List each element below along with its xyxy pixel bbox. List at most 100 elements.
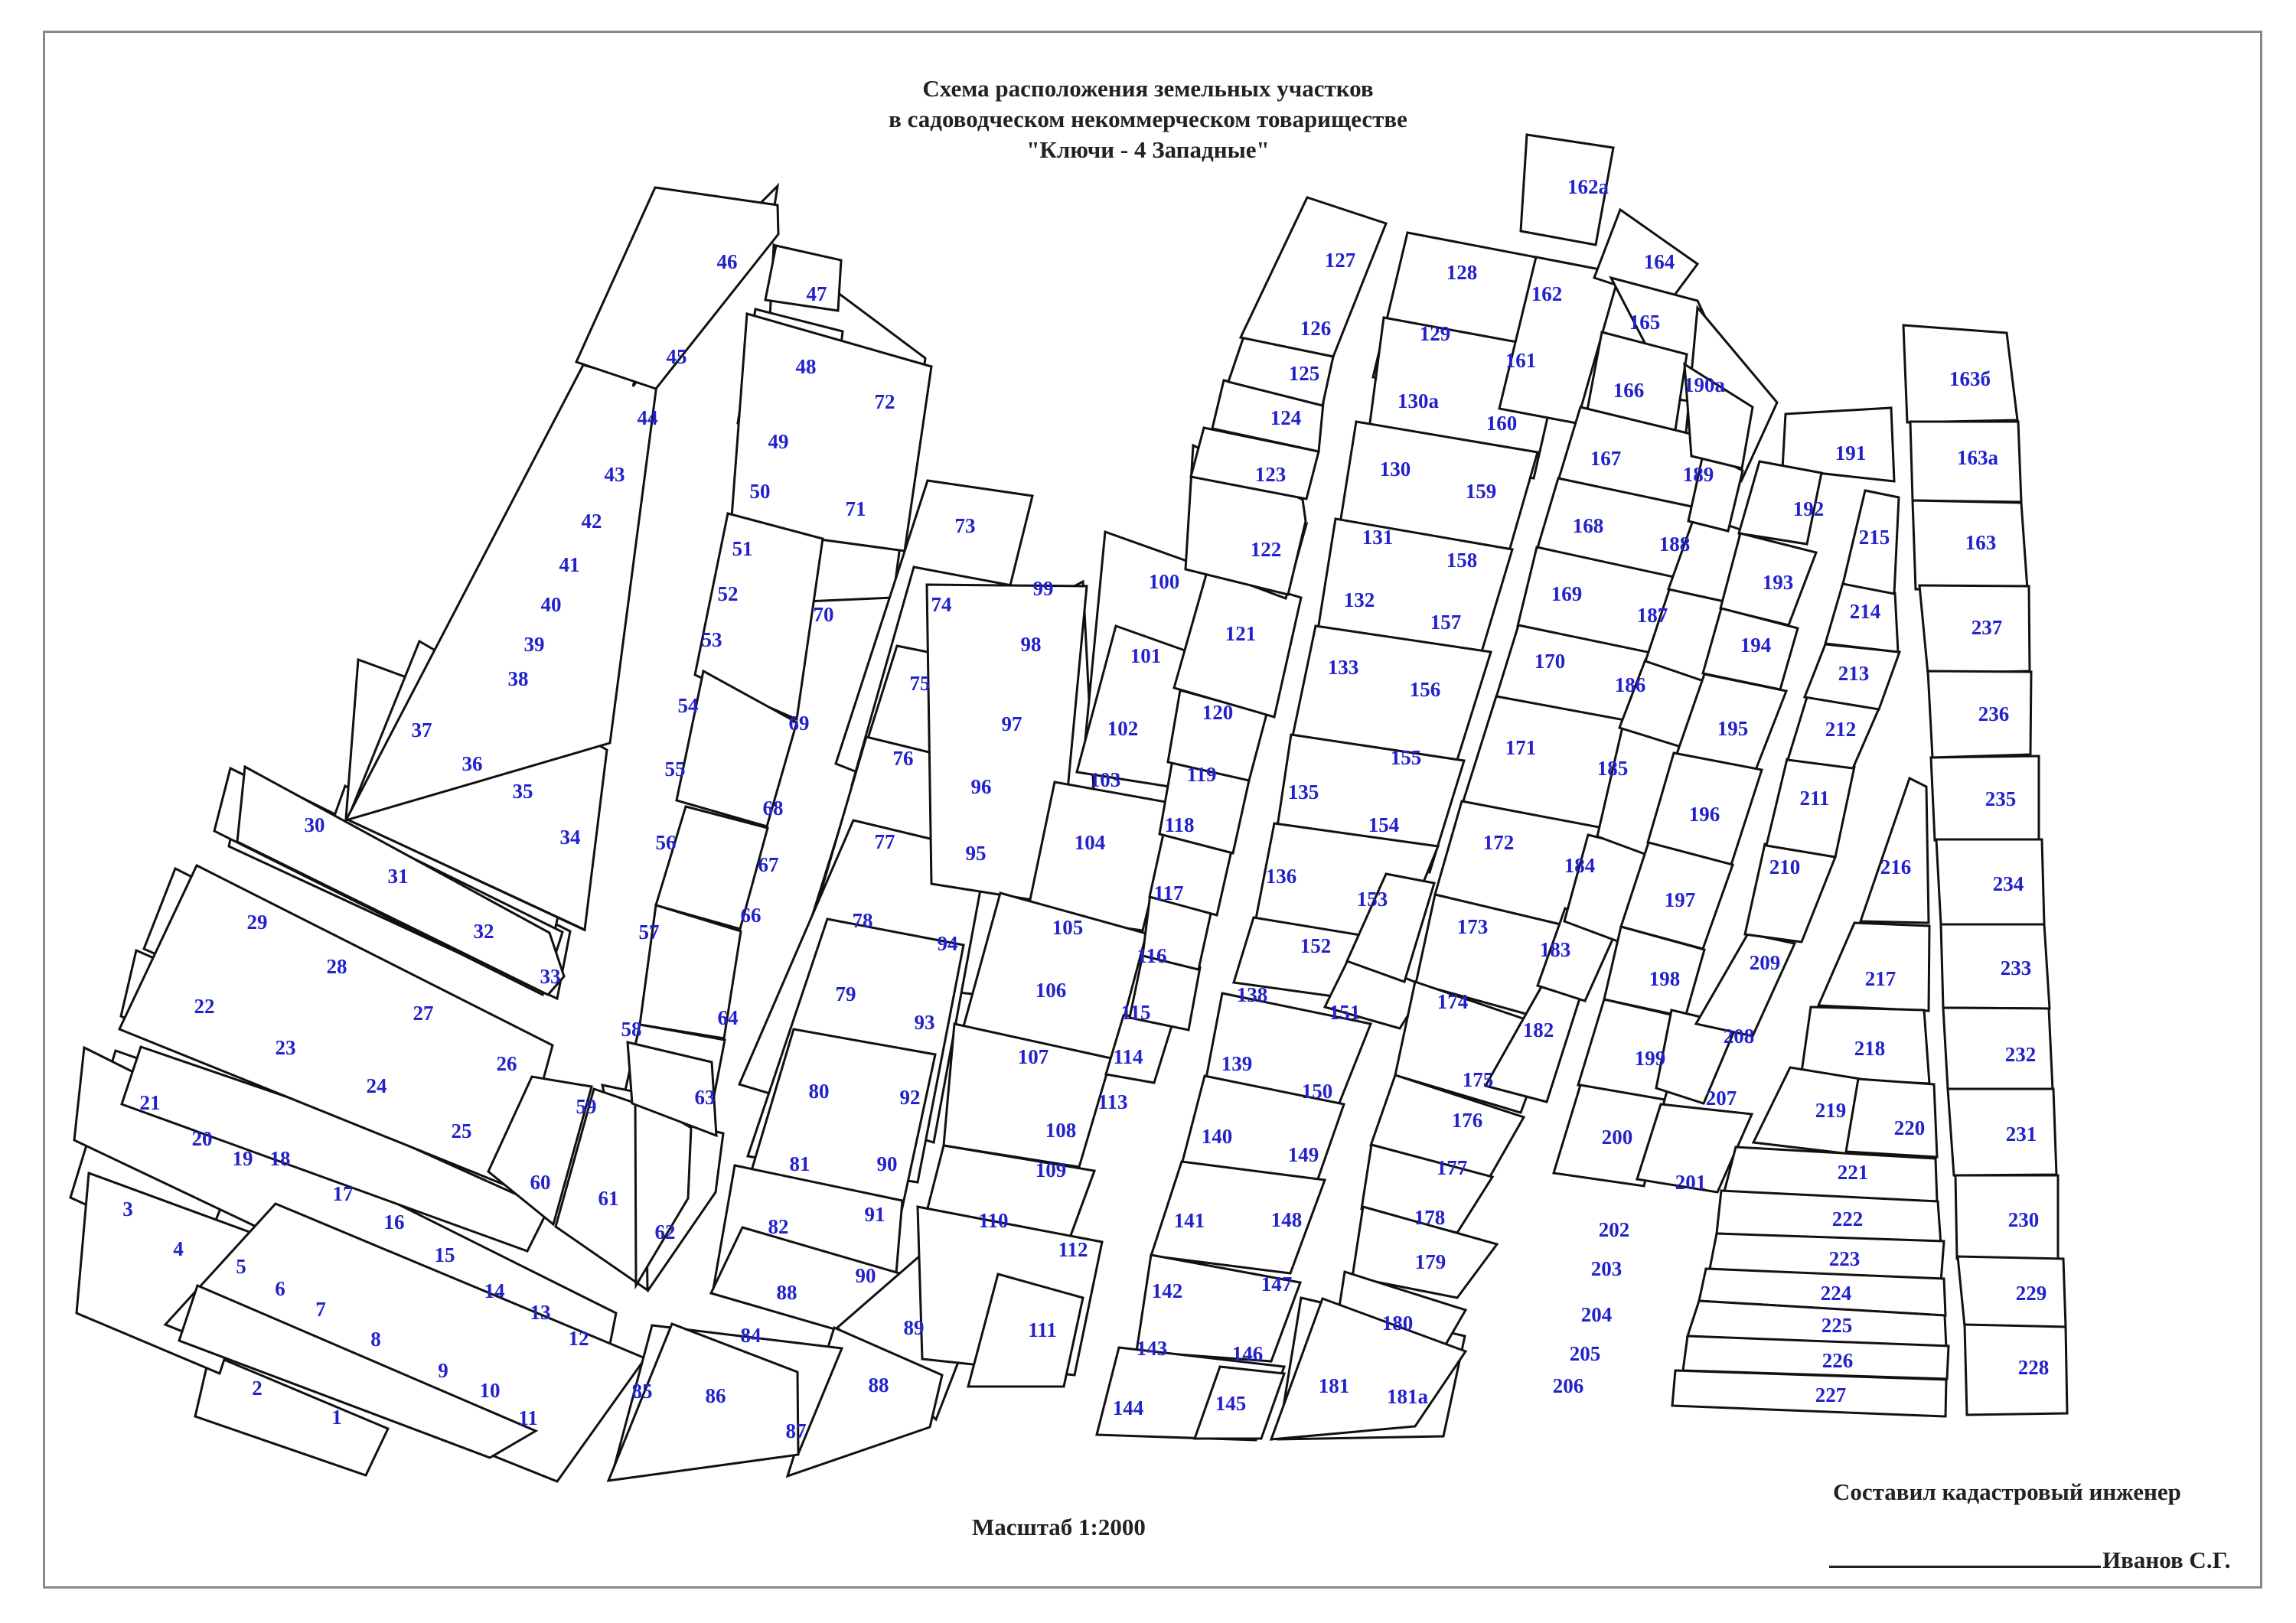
- plot-label-71: 71: [846, 497, 866, 520]
- plot-label-2: 2: [252, 1377, 263, 1400]
- plot-label-25: 25: [452, 1119, 472, 1142]
- plot-label-219: 219: [1815, 1099, 1847, 1122]
- plot-label-28: 28: [327, 955, 347, 978]
- plot-label-37: 37: [412, 719, 432, 741]
- plot-label-89: 89: [904, 1316, 925, 1339]
- plot-label-93: 93: [915, 1011, 935, 1034]
- plot-label-122: 122: [1251, 538, 1282, 561]
- plot-label-90: 90: [877, 1152, 898, 1175]
- plot-label-70: 70: [814, 603, 834, 626]
- plot-boundary: [942, 1022, 1113, 1168]
- plot-label-127: 127: [1325, 249, 1356, 272]
- plot-label-72: 72: [875, 390, 895, 413]
- plot-label-184: 184: [1564, 854, 1596, 877]
- plot-label-97: 97: [1002, 712, 1022, 735]
- plot-boundary: [194, 1351, 390, 1477]
- plot-label-20: 20: [192, 1127, 213, 1150]
- plot-label-221: 221: [1838, 1161, 1869, 1184]
- plot-label-211: 211: [1799, 787, 1829, 810]
- plot-label-152: 152: [1300, 934, 1332, 957]
- plot-label-186: 186: [1615, 673, 1646, 696]
- plot-label-224: 224: [1821, 1282, 1852, 1305]
- plot-label-201: 201: [1675, 1171, 1707, 1194]
- plot-label-33: 33: [540, 965, 561, 988]
- plot-label-222: 222: [1832, 1207, 1864, 1230]
- plot-label-46: 46: [717, 250, 738, 273]
- plot-label-52: 52: [718, 582, 739, 605]
- plot-label-92: 92: [900, 1086, 921, 1109]
- plot-label-111: 111: [1028, 1318, 1057, 1341]
- signature-line: Иванов С.Г.: [1829, 1546, 2231, 1574]
- plot-boundary: [1781, 406, 1896, 483]
- plot-label-153: 153: [1357, 888, 1388, 911]
- plot-boundary: [1552, 1084, 1666, 1188]
- plot-label-45: 45: [667, 345, 687, 368]
- plot-label-234: 234: [1993, 872, 2024, 895]
- plot-label-179: 179: [1415, 1250, 1446, 1273]
- plot-label-54: 54: [678, 694, 699, 717]
- signature-blank: [1829, 1546, 2101, 1568]
- plot-label-162а: 162а: [1567, 175, 1609, 198]
- plot-label-233: 233: [2001, 957, 2032, 979]
- plot-label-228: 228: [2018, 1356, 2050, 1379]
- plot-boundary: [1192, 1365, 1287, 1440]
- plot-label-118: 118: [1164, 813, 1194, 836]
- plot-label-14: 14: [484, 1279, 505, 1302]
- plot-boundary: [178, 1283, 539, 1459]
- plot-boundary: [163, 1202, 647, 1483]
- plot-label-106: 106: [1035, 979, 1067, 1002]
- plot-label-182: 182: [1523, 1018, 1554, 1041]
- plot-label-44: 44: [638, 406, 658, 429]
- plot-boundary: [1963, 1323, 2069, 1416]
- plot-boundary: [1956, 1255, 2067, 1328]
- plot-label-51: 51: [732, 537, 753, 560]
- plot-label-135: 135: [1288, 781, 1319, 803]
- plot-label-30: 30: [305, 813, 325, 836]
- plot-label-174: 174: [1437, 990, 1469, 1013]
- plot-label-199: 199: [1635, 1047, 1666, 1070]
- plot-boundary: [1150, 1160, 1327, 1275]
- plot-label-210: 210: [1769, 855, 1801, 878]
- plot-label-178: 178: [1414, 1206, 1446, 1229]
- plot-label-69: 69: [789, 712, 810, 735]
- plot-label-7: 7: [315, 1298, 326, 1321]
- plot-label-188: 188: [1659, 533, 1691, 556]
- plot-label-123: 123: [1255, 463, 1287, 486]
- plot-label-82: 82: [768, 1215, 789, 1238]
- plot-label-126: 126: [1300, 317, 1332, 340]
- plot-label-220: 220: [1894, 1116, 1926, 1139]
- plot-label-77: 77: [875, 830, 895, 853]
- plot-boundary: [638, 904, 742, 1040]
- map-frame: [43, 31, 2262, 1589]
- plot-label-169: 169: [1551, 582, 1583, 605]
- plot-label-109: 109: [1035, 1159, 1067, 1181]
- plot-label-114: 114: [1113, 1045, 1143, 1068]
- plot-boundary: [764, 244, 843, 312]
- plot-label-24: 24: [367, 1074, 387, 1097]
- plot-label-216: 216: [1880, 855, 1912, 878]
- plot-label-212: 212: [1825, 718, 1857, 741]
- plot-label-21: 21: [140, 1091, 161, 1114]
- plot-label-163: 163: [1965, 531, 1997, 554]
- plot-label-150: 150: [1302, 1080, 1333, 1103]
- plot-label-102: 102: [1107, 717, 1139, 740]
- plot-label-162: 162: [1531, 282, 1563, 305]
- plot-label-31: 31: [388, 865, 409, 888]
- plot-label-232: 232: [2005, 1043, 2037, 1066]
- plot-boundary: [1926, 670, 2033, 759]
- plot-label-138: 138: [1237, 983, 1268, 1006]
- plot-label-58: 58: [621, 1018, 642, 1041]
- plot-label-183: 183: [1540, 938, 1571, 961]
- plot-label-227: 227: [1815, 1383, 1847, 1406]
- plot-label-226: 226: [1822, 1349, 1854, 1372]
- plot-label-36: 36: [462, 752, 483, 775]
- plot-label-75: 75: [910, 672, 931, 695]
- plot-label-217: 217: [1865, 967, 1896, 990]
- plot-label-229: 229: [2016, 1282, 2047, 1305]
- plot-labels: 1234567891011121314151617181920212223242…: [122, 175, 2049, 1442]
- plot-boundary: [1238, 196, 1388, 358]
- plot-label-57: 57: [639, 921, 660, 943]
- plot-label-156: 156: [1410, 678, 1441, 701]
- plot-label-164: 164: [1644, 250, 1675, 273]
- plot-label-121: 121: [1225, 622, 1257, 645]
